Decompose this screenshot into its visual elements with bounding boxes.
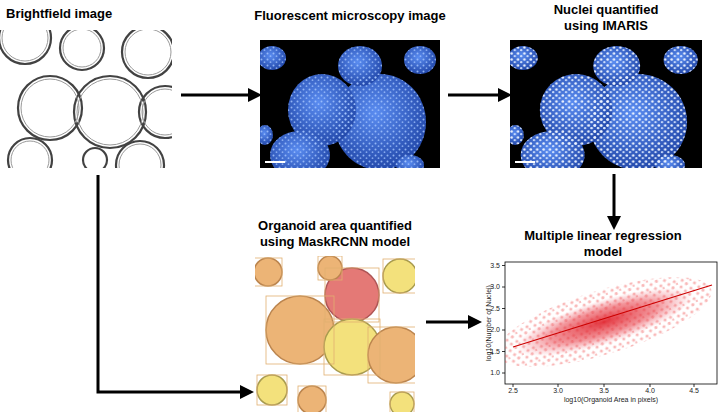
nuclei-texture: [260, 46, 436, 168]
regression-line: [513, 285, 712, 347]
scale-bar: [265, 161, 285, 163]
tick-label: 3.5: [599, 387, 609, 395]
organoid-rings: [0, 30, 172, 168]
tick-label: 3.0: [490, 283, 500, 291]
flow-arrow: [181, 94, 252, 97]
panel-heading: Multiple linear regression model: [518, 228, 688, 260]
panel-heading: Fluorescent microscopy image: [248, 8, 452, 24]
tick-label: 2.0: [490, 326, 500, 334]
organoid-masks: [255, 256, 415, 412]
panel-heading: Brightfield image: [6, 6, 156, 22]
mask-illustration: [255, 256, 415, 412]
imaris-illustration: [507, 40, 702, 179]
tick-label: 3.0: [553, 387, 563, 395]
flow-arrow: [613, 174, 616, 220]
organoid-blobs: [260, 46, 436, 168]
tick-label: 4.0: [645, 387, 655, 395]
flow-arrow: [426, 321, 472, 324]
scatter-points: [505, 262, 717, 384]
flow-arrow: [448, 94, 502, 97]
image-panel: Organoid area quantified using MaskRCNN …: [250, 216, 420, 414]
image-panel: Nuclei quantified using IMARIS: [508, 0, 704, 168]
image-panel: Multiple linear regression model: [478, 226, 722, 414]
axis-label: log10(Organoid Area in pixels): [564, 396, 658, 404]
image-panel: Brightfield image: [0, 4, 175, 169]
brightfield-illustration: [0, 30, 172, 168]
axis-ticks: [502, 266, 694, 388]
scatter-plot: [488, 259, 721, 387]
tick-label: 2.5: [490, 305, 500, 313]
image-panel: Fluorescent microscopy image: [258, 4, 442, 168]
fluorescent-illustration: [257, 40, 440, 179]
tick-label: 2.5: [508, 387, 518, 395]
flow-arrow: [98, 175, 244, 392]
panel-heading: Organoid area quantified using MaskRCNN …: [245, 218, 425, 250]
tick-label: 1.0: [490, 369, 500, 377]
scale-bar: [515, 161, 535, 163]
tick-label: 1.5: [490, 348, 500, 356]
organoid-blobs: [510, 46, 698, 168]
bounding-boxes: [255, 256, 415, 412]
nuclei-spots: [510, 46, 698, 168]
tick-label: 4.5: [689, 387, 699, 395]
scatter-density: [510, 274, 699, 370]
panel-heading: Nuclei quantified using IMARIS: [538, 2, 674, 34]
organoid-inner-rings: [2, 30, 172, 168]
tick-label: 3.5: [490, 262, 500, 270]
